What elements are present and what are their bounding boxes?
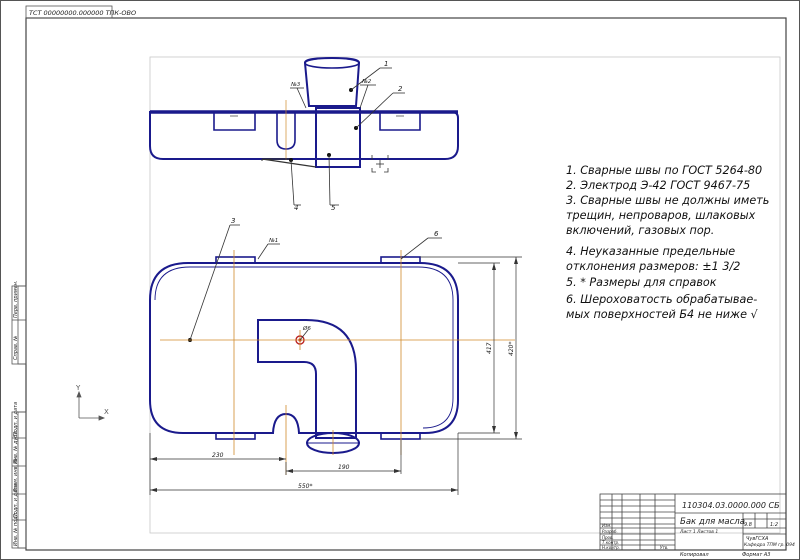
note-line-4: трещин, непроваров, шлаковых [566,209,756,222]
plan-bracket-bottom-left [215,432,256,440]
drawing-frame [25,17,787,551]
tb-scale: 1:2 [770,522,778,528]
tb-designation: 110304.03.0000.000 СБ [682,501,780,510]
dim-550: 550* [298,483,312,490]
callout-2: 2 [398,85,403,93]
note-line-8: 5. * Размеры для справок [566,276,717,289]
dimension-lines [149,256,522,495]
callout-1: 1 [384,60,388,68]
tb-role-utv: Утв. [660,545,668,550]
callout-3: 3 [231,217,235,225]
left-side-stamp [11,285,27,549]
axis-x-label: X [104,408,109,416]
tb-sheet-info: Лист 1 Листов 1 [679,529,718,535]
note-line-1: 1. Сварные швы по ГОСТ 5264-80 [566,164,763,177]
plan-inner-line [190,266,454,429]
plan-view-leaders [189,224,442,341]
axis-y-label: Y [75,384,81,392]
weld-mark-2: №2 [361,79,372,85]
dim-420: 420* [508,342,515,356]
side-stamp-label-7: Инв. № подл. [13,512,19,547]
bottom-bracket [261,158,317,168]
plan-bracket-top-left [215,256,256,264]
side-stamp-label-1: Перв. примен. [13,280,19,318]
side-stamp-label-2: Справ. № [13,336,19,360]
callout-5: 5 [331,204,336,212]
dim-417: 417 [486,342,493,354]
datum-cross [371,155,389,173]
note-line-5: включений, газовых пор. [566,224,715,237]
plan-bracket-bottom-right [380,432,421,440]
note-line-10: мых поверхностей Б4 не ниже √ [566,308,758,321]
top-stamp-box [25,5,113,19]
tb-org-1: ЧувГСХА [746,536,769,542]
tb-role-tkontr: Т.контр. [602,540,619,545]
top-stamp-text: ТСТ 00000000.000000 ТПК-ОВО [29,9,136,17]
side-stamp-label-5: Взам. инв. № [13,458,19,492]
tb-format: Формат А3 [742,552,770,558]
tb-role-razrab: Разраб. [602,529,618,534]
title-block [599,493,787,551]
side-stamp-label-4: Инв. № дубл. [13,430,19,464]
weld-mark-3: №3 [290,82,301,88]
tb-role-prov: Пров. [602,535,614,540]
tb-role-izm: Изм. [602,523,611,528]
weld-mark-1: №1 [268,238,278,244]
tb-title: Бак для масла [680,517,745,527]
axis-triad [76,390,106,421]
neck-pipe [315,107,361,168]
callout-4: 4 [294,204,298,212]
front-pocket-left [213,112,256,131]
front-pocket-right [379,112,421,131]
note-line-2: 2. Электрод Э-42 ГОСТ 9467-75 [566,179,751,192]
note-line-3: 3. Сварные швы не должны иметь [566,194,770,207]
dimension-arrows [150,257,518,492]
filler-cap-rim [304,57,360,69]
dim-190: 190 [338,464,350,471]
tb-org-2: Кафедра ТПМ гр. 094 [744,542,795,548]
tb-copied: Копировал [680,552,709,558]
callout-6: 6 [434,230,439,238]
note-line-6: 4. Неуказанные предельные [566,245,736,258]
tb-mass: 9.8 [744,522,752,528]
tb-role-nkontr: Н.контр. [602,545,620,550]
side-stamp-label-6: Подп. и дата [13,484,19,518]
note-line-7: отклонения размеров: ±1 3/2 [566,260,741,273]
note-line-9: 6. Шероховатость обрабатывае- [566,293,758,306]
plan-bracket-top-right [380,256,421,264]
dim-hole-diameter: Ø6 [302,325,311,332]
dim-230: 230 [212,452,224,459]
side-stamp-label-3: Подп. и дата [13,402,19,436]
front-view-leaders [290,67,405,206]
